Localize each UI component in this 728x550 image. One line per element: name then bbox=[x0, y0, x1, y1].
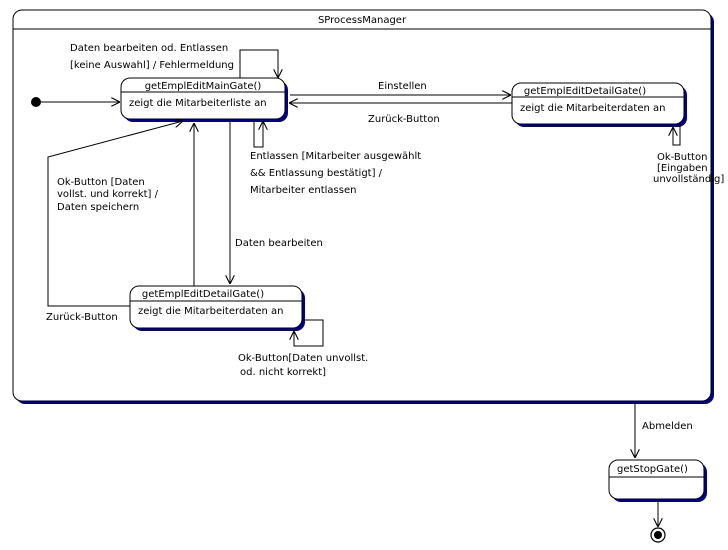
state-detail-bottom-name: getEmplEditDetailGate() bbox=[142, 289, 264, 300]
state-stop-gate[interactable]: getStopGate() bbox=[608, 459, 707, 502]
label-ok-bottom-2: od. nicht korrekt] bbox=[240, 367, 326, 378]
transition-entlassen bbox=[253, 119, 263, 148]
transition-ok-bottom bbox=[294, 319, 324, 347]
transition-ok-right bbox=[673, 124, 681, 146]
label-self-main-2: [keine Auswahl] / Fehlermeldung bbox=[70, 60, 234, 71]
state-detail-right-name: getEmplEditDetailGate() bbox=[524, 86, 646, 97]
label-ok-left-2: vollst. und korrekt] / bbox=[57, 189, 159, 200]
state-detail-gate-right[interactable]: getEmplEditDetailGate() zeigt die Mitarb… bbox=[511, 82, 687, 127]
label-ok-left-3: Daten speichern bbox=[57, 202, 139, 213]
state-detail-gate-bottom[interactable]: getEmplEditDetailGate() zeigt die Mitarb… bbox=[129, 285, 305, 331]
transition-ok-left bbox=[47, 121, 183, 307]
label-self-main-1: Daten bearbeiten od. Entlassen bbox=[70, 43, 228, 54]
final-state bbox=[650, 527, 666, 543]
container-title: SProcessManager bbox=[318, 15, 407, 26]
state-detail-bottom-activity: zeigt die Mitarbeiterdaten an bbox=[138, 306, 283, 317]
label-zurueck-bottom: Zurück-Button bbox=[46, 312, 118, 323]
label-ok-bottom-1: Ok-Button[Daten unvollst. bbox=[238, 353, 368, 364]
label-ok-right-1: Ok-Button bbox=[657, 152, 707, 163]
label-entlassen-3: Mitarbeiter entlassen bbox=[250, 185, 356, 196]
label-ok-left-1: Ok-Button [Daten bbox=[57, 177, 145, 188]
state-detail-right-activity: zeigt die Mitarbeiterdaten an bbox=[520, 103, 665, 114]
state-main-gate-name: getEmplEditMainGate() bbox=[145, 81, 262, 92]
label-entlassen-2: && Entlassung bestätigt] / bbox=[250, 168, 383, 179]
label-entlassen-1: Entlassen [Mitarbeiter ausgewählt bbox=[250, 151, 421, 162]
label-abmelden: Abmelden bbox=[642, 421, 693, 432]
label-zurueck-top: Zurück-Button bbox=[368, 114, 440, 125]
label-daten-bearbeiten: Daten bearbeiten bbox=[235, 238, 323, 249]
state-stop-gate-name: getStopGate() bbox=[617, 464, 688, 475]
state-main-gate[interactable]: getEmplEditMainGate() zeigt die Mitarbei… bbox=[120, 77, 288, 122]
label-ok-right-2: [Eingaben bbox=[657, 163, 708, 174]
transition-self-main bbox=[239, 49, 278, 78]
label-einstellen: Einstellen bbox=[378, 81, 427, 92]
state-main-gate-activity: zeigt die Mitarbeiterliste an bbox=[129, 98, 267, 109]
initial-state bbox=[31, 97, 41, 107]
label-ok-right-3: unvollständig] bbox=[653, 174, 724, 185]
